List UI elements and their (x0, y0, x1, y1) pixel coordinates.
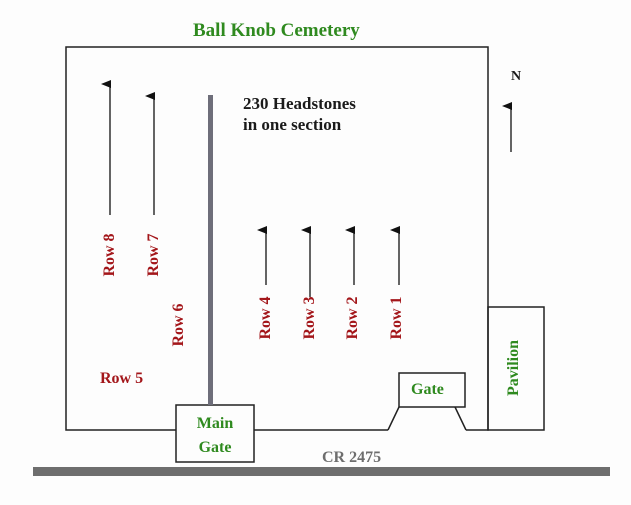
row-4-label: Row 4 (257, 296, 274, 340)
main-gate-line1: Main (196, 415, 234, 432)
headstone-note-line2: in one section (243, 115, 342, 134)
pavilion-label: Pavilion (505, 339, 522, 397)
row-6-label: Row 6 (170, 303, 187, 347)
main-gate-box (175, 404, 255, 463)
gate-legs (387, 406, 467, 431)
road-label: CR 2475 (322, 449, 382, 466)
north-label: N (511, 69, 522, 84)
main-gate-line2: Gate (198, 439, 232, 456)
main-gate-label: Main Gate (176, 412, 254, 460)
row-5-label: Row 5 (100, 370, 144, 387)
row-7-label: Row 7 (145, 233, 162, 277)
row-1-label: Row 1 (388, 296, 405, 340)
headstone-note-line1: 230 Headstones (243, 94, 356, 113)
row-3-label: Row 3 (301, 296, 318, 340)
road (33, 467, 610, 476)
gate-box (398, 372, 466, 408)
cemetery-boundary (65, 46, 489, 431)
central-path (208, 95, 213, 405)
row-2-label: Row 2 (344, 296, 361, 340)
row-8-label: Row 8 (101, 233, 118, 277)
map-title: Ball Knob Cemetery (193, 20, 360, 41)
pavilion-box (487, 306, 545, 431)
gate-label: Gate (411, 381, 444, 398)
headstone-note: 230 Headstones in one section (243, 93, 356, 135)
